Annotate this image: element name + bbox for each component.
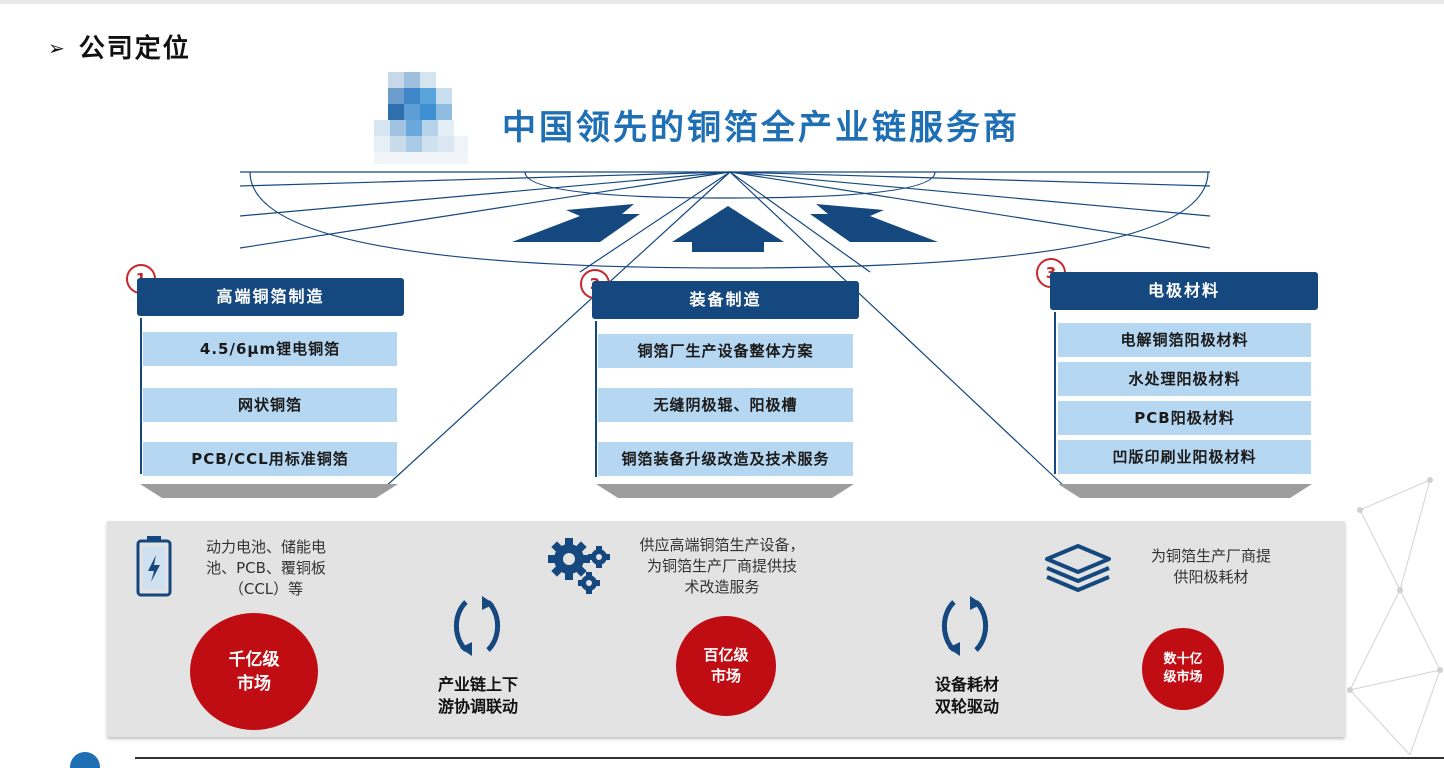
market-desc-3: 为铜箔生产厂商提 供阳极耗材 xyxy=(1150,547,1271,586)
column-shelf-3 xyxy=(1058,484,1312,498)
cycle-icon xyxy=(453,596,501,656)
column-body-manufacturing xyxy=(140,318,142,474)
top-border xyxy=(0,0,1444,4)
arrow-bullet-icon: ➢ xyxy=(48,36,67,60)
item-water-anode: 水处理阳极材料 xyxy=(1058,362,1311,396)
headline: 中国领先的铜箔全产业链服务商 xyxy=(502,108,1020,148)
item-mesh-foil: 网状铜箔 xyxy=(143,388,397,422)
item-pcb-foil: PCB/CCL用标准铜箔 xyxy=(143,442,397,476)
item-plant-equipment: 铜箔厂生产设备整体方案 xyxy=(598,334,853,368)
item-electrolytic-anode: 电解铜箔阳极材料 xyxy=(1058,323,1311,357)
item-cathode-roll: 无缝阴极辊、阳极槽 xyxy=(598,388,853,422)
cycle-label-2: 设备耗材 双轮驱动 xyxy=(934,675,999,716)
item-pcb-anode: PCB阳极材料 xyxy=(1058,401,1311,435)
arrow-left-icon xyxy=(512,204,640,242)
market-desc-2: 供应高端铜箔生产设备， 为铜箔生产厂商提供技 术改造服务 xyxy=(639,536,805,596)
market-circle-3: 数十亿 级市场 xyxy=(1142,628,1224,710)
blurred-logo-icon xyxy=(374,72,468,164)
battery-icon xyxy=(136,536,172,597)
item-upgrade-service: 铜箔装备升级改造及技术服务 xyxy=(598,442,853,476)
arrow-right-icon xyxy=(810,204,938,242)
footer-rule xyxy=(135,757,1444,759)
column-shelf-1 xyxy=(140,484,398,498)
cycle-icon xyxy=(941,596,989,656)
column-body-electrode xyxy=(1054,312,1056,474)
layers-icon xyxy=(1045,544,1111,592)
market-circle-2: 百亿级 市场 xyxy=(676,616,776,716)
section-title: ➢ 公司定位 xyxy=(48,28,191,65)
column-shelf-2 xyxy=(596,484,854,498)
market-circle-1: 千亿级 市场 xyxy=(190,613,318,730)
cycle-label-1: 产业链上下 游协调联动 xyxy=(437,675,518,716)
gears-icon xyxy=(548,538,610,594)
section-title-text: 公司定位 xyxy=(78,34,191,64)
item-gravure-anode: 凹版印刷业阳极材料 xyxy=(1058,440,1311,474)
column-heading-manufacturing: 高端铜箔制造 xyxy=(137,278,404,316)
market-desc-1: 动力电池、储能电 池、PCB、覆铜板 （CCL）等 xyxy=(205,538,326,598)
column-heading-electrode: 电极材料 xyxy=(1050,272,1318,310)
column-body-equipment xyxy=(595,321,597,477)
network-decoration-icon xyxy=(1347,477,1443,756)
item-lithium-foil: 4.5/6μm锂电铜箔 xyxy=(143,332,397,366)
arrow-up-icon xyxy=(672,206,784,252)
column-heading-equipment: 装备制造 xyxy=(592,281,859,319)
